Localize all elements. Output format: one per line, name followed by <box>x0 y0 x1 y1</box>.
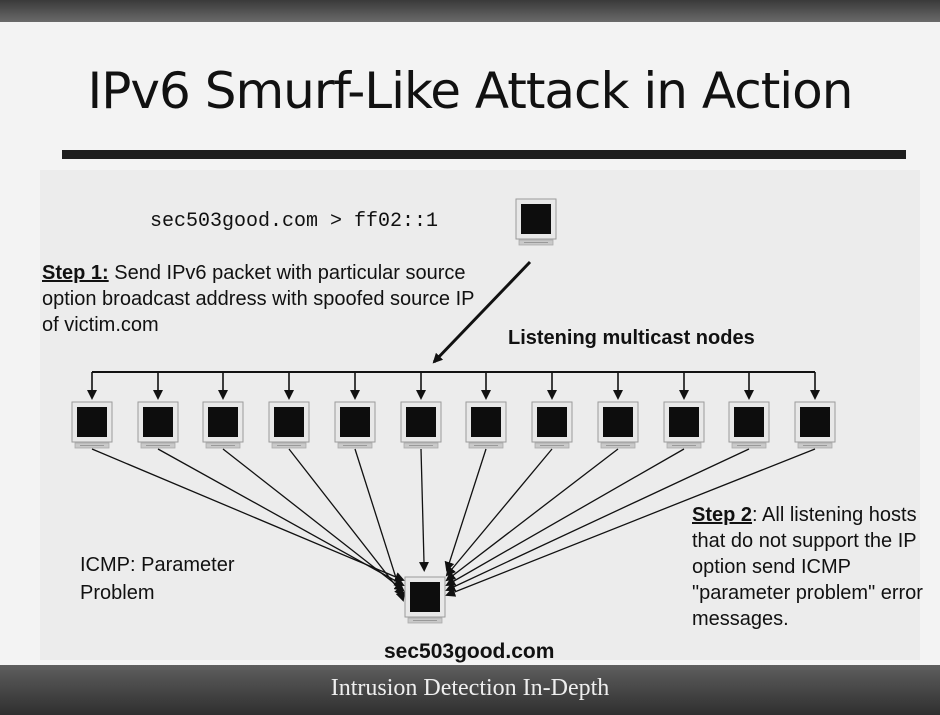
attacker-computer-monitor-icon <box>515 198 557 246</box>
attack-command: sec503good.com > ff02::1 <box>150 210 439 233</box>
step-2-description: Step 2: All listening hosts that do not … <box>692 502 932 632</box>
icmp-reply-arrow-11 <box>445 448 750 592</box>
multicast-node-monitor-icon-5 <box>334 401 376 449</box>
icmp-reply-arrow-10 <box>445 448 685 586</box>
multicast-node-monitor-icon-12 <box>794 401 836 449</box>
multicast-nodes-label: Listening multicast nodes <box>508 327 755 349</box>
slide-footer-bar: Intrusion Detection In-Depth <box>0 665 940 715</box>
multicast-node-monitor-icon-9 <box>597 401 639 449</box>
icmp-parameter-problem-label: ICMP: Parameter Problem <box>80 554 235 604</box>
multicast-node-monitor-icon-6 <box>400 401 442 449</box>
icmp-reply-arrow-5 <box>354 448 406 602</box>
icmp-reply-arrow-4 <box>288 448 405 597</box>
icmp-reply-arrow-9 <box>445 448 619 582</box>
victim-computer-monitor-icon <box>404 576 446 624</box>
icmp-reply-arrow-3 <box>222 448 405 592</box>
victim-host-label: sec503good.com <box>384 640 555 663</box>
icmp-reply-arrow-12 <box>445 448 816 597</box>
step-2-text: : All listening hosts that do not suppor… <box>692 504 923 630</box>
multicast-node-monitor-icon-7 <box>465 401 507 449</box>
icmp-reply-arrow-1 <box>91 448 405 582</box>
multicast-node-monitor-icon-11 <box>728 401 770 449</box>
multicast-node-monitor-icon-3 <box>202 401 244 449</box>
attack-arrow <box>432 260 532 364</box>
multicast-node-monitor-icon-1 <box>71 401 113 449</box>
multicast-node-monitor-icon-4 <box>268 401 310 449</box>
slide-title: IPv6 Smurf-Like Attack in Action <box>87 62 854 120</box>
step-1-description: Step 1: Send IPv6 packet with particular… <box>42 260 482 338</box>
step-1-text: Send IPv6 packet with particular source … <box>42 262 475 336</box>
multicast-node-monitor-icon-10 <box>663 401 705 449</box>
icmp-reply-arrow-7 <box>444 448 487 572</box>
icmp-reply-arrow-6 <box>418 448 429 572</box>
icmp-reply-arrow-2 <box>157 448 405 586</box>
step-2-label: Step 2 <box>692 504 753 526</box>
footer-text: Intrusion Detection In-Depth <box>330 675 610 701</box>
multicast-node-monitor-icon-2 <box>137 401 179 449</box>
slide-top-bar <box>0 0 940 22</box>
multicast-node-monitor-icon-8 <box>531 401 573 449</box>
icmp-reply-arrow-8 <box>445 448 553 577</box>
title-divider <box>62 150 906 159</box>
step-1-label: Step 1: <box>42 262 109 284</box>
